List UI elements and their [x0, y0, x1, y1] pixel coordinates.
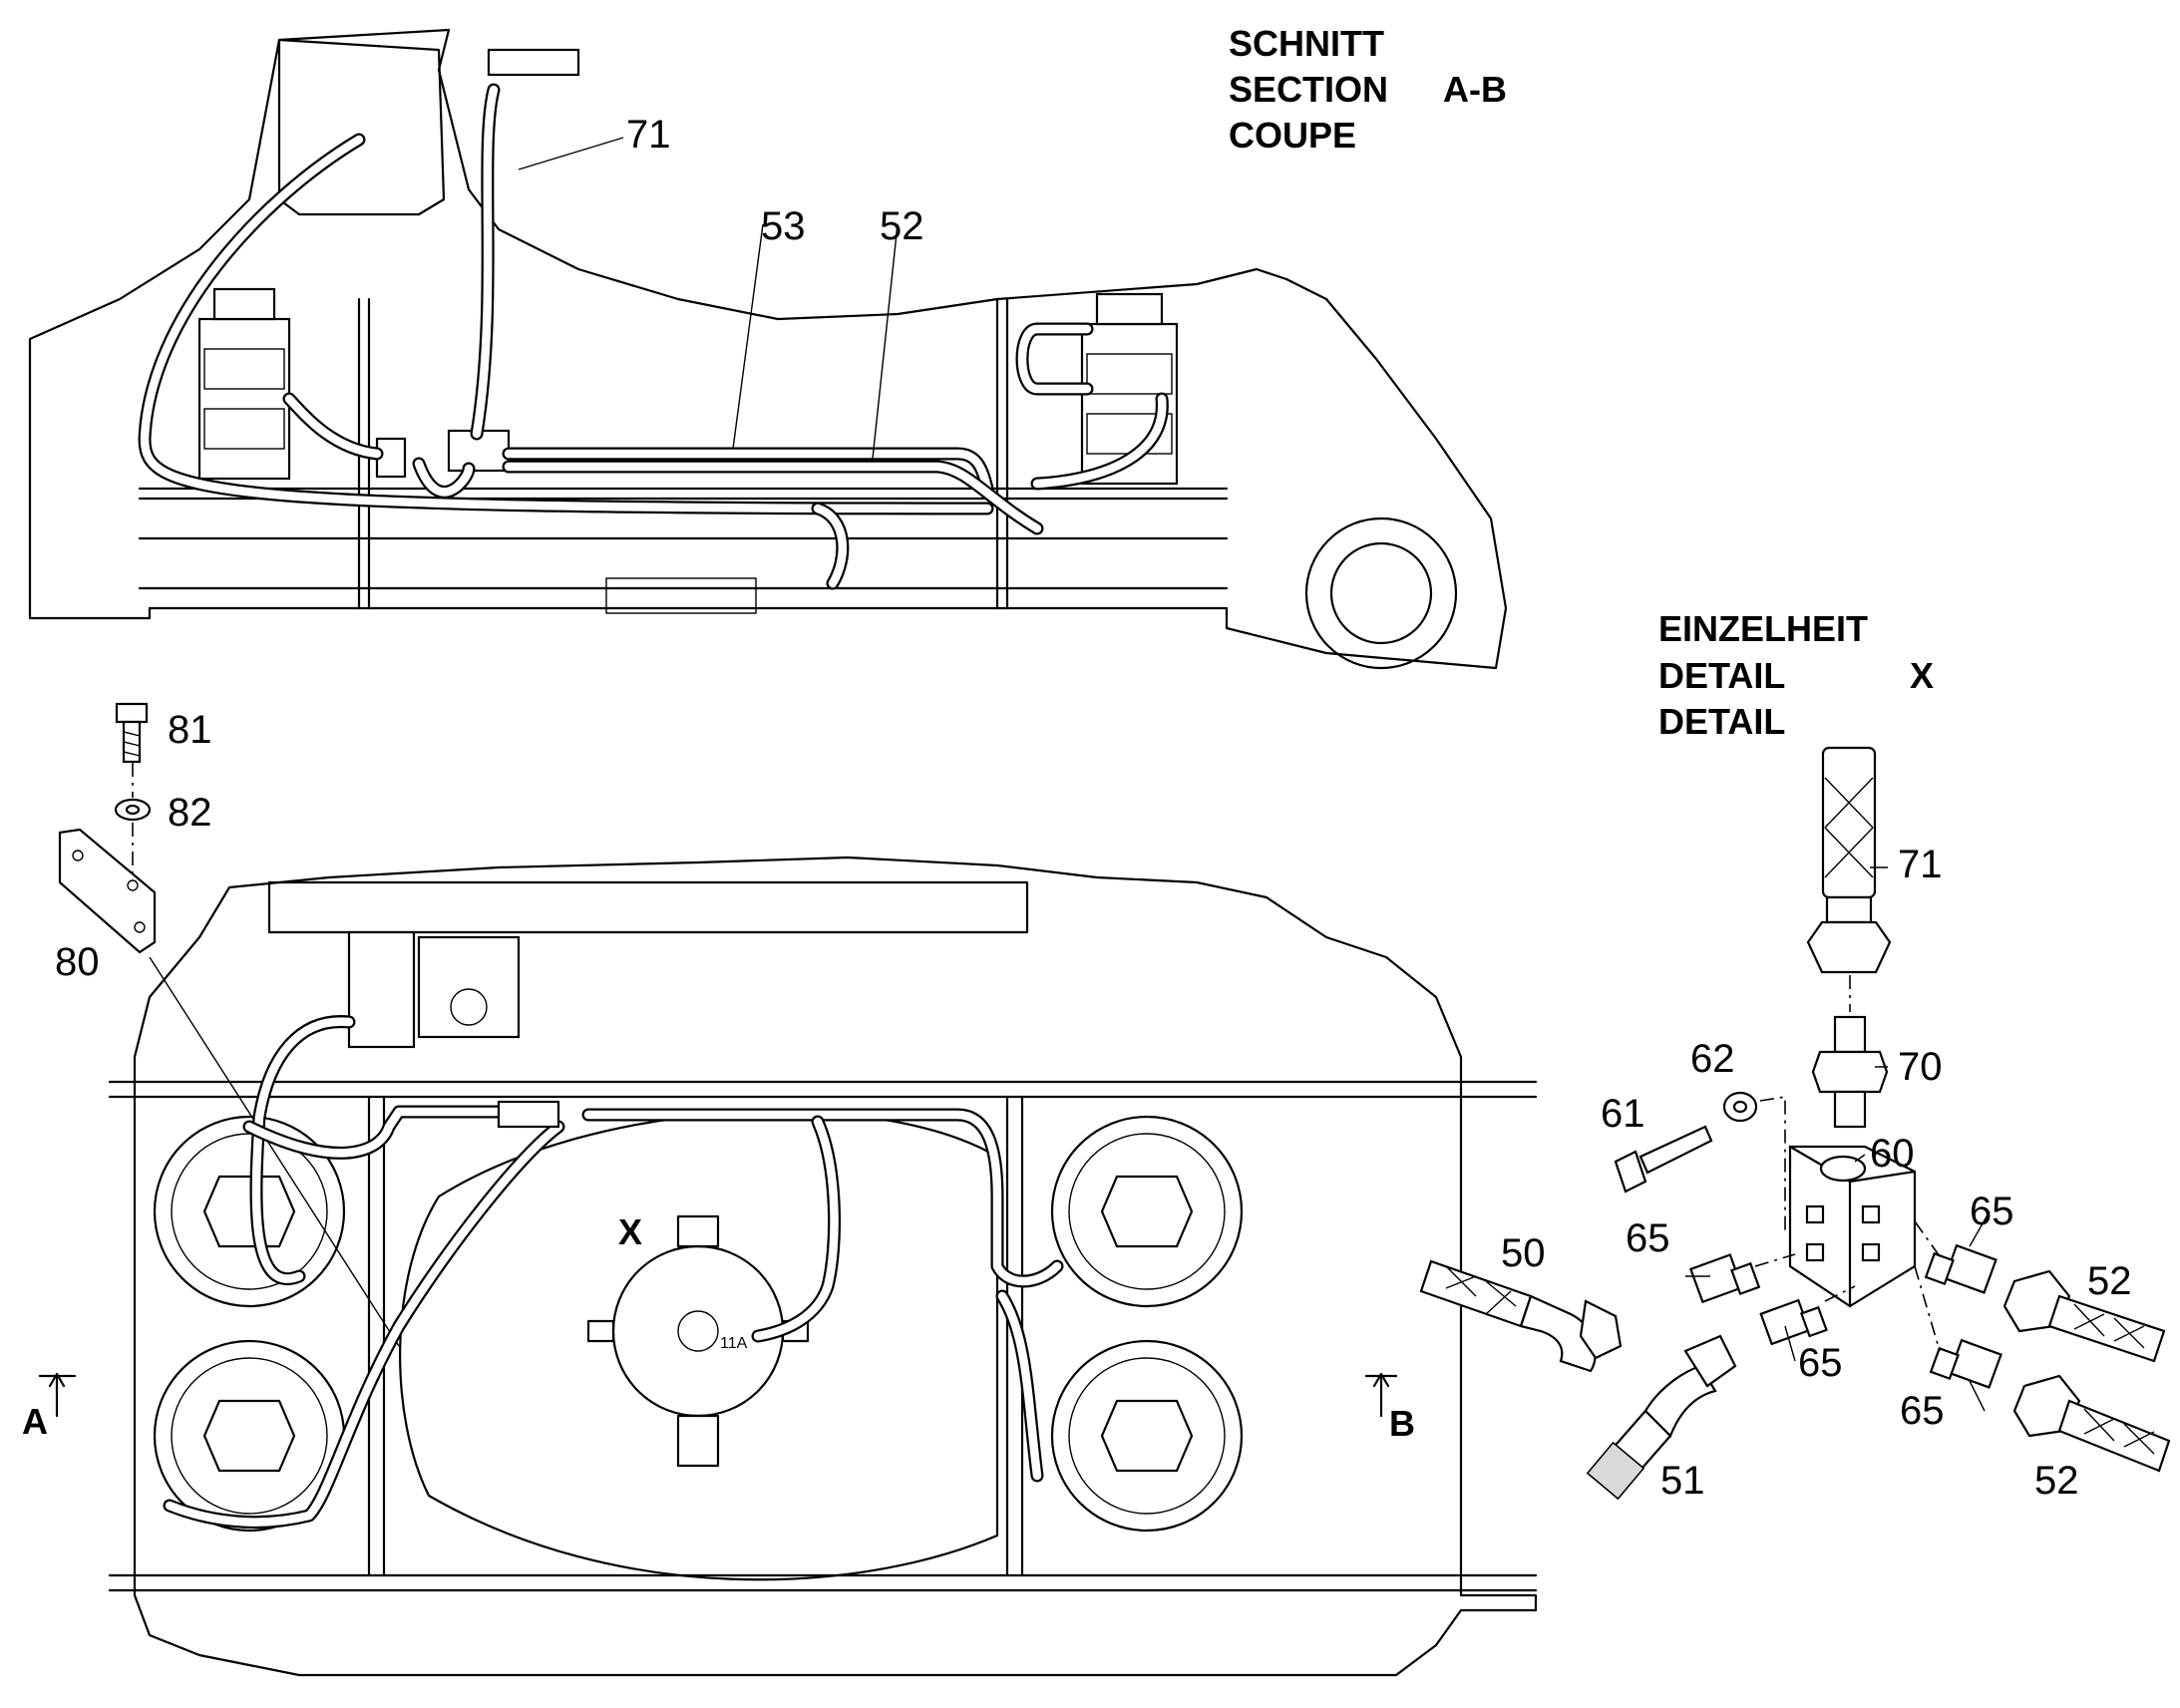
- detail-fitting-65-c: [1924, 1243, 1998, 1294]
- plate-80: [58, 828, 157, 954]
- section-marker-b: B: [1364, 1372, 1415, 1444]
- heading-detail: DETAIL: [1658, 655, 1785, 696]
- callout-65-upper-right: 65: [1970, 1190, 2014, 1233]
- plan-hub-marking: 11A: [720, 1335, 748, 1352]
- detail-fitting-65-b: [1759, 1298, 1828, 1346]
- heading-coupe: COUPE: [1229, 115, 1356, 156]
- leader-80: [149, 956, 400, 1347]
- callout-71-section: 71: [626, 113, 671, 157]
- plan-frame-rail-bottom: [108, 1573, 1538, 1592]
- section-marker-a-label: A: [22, 1401, 48, 1442]
- section-right-motor: [1080, 292, 1179, 486]
- plan-frame-outline: [133, 855, 1538, 1677]
- callout-53: 53: [761, 204, 806, 248]
- callout-62: 62: [1690, 1037, 1735, 1081]
- detail-hose-52-lower: [2012, 1374, 2171, 1473]
- plan-control-gauge: [450, 988, 488, 1026]
- section-plate: [605, 577, 757, 614]
- leader-71-section: [518, 137, 624, 171]
- heading-schnitt: SCHNITT: [1229, 23, 1384, 64]
- callout-52-lower: 52: [2034, 1459, 2079, 1503]
- callout-51: 51: [1660, 1459, 1705, 1503]
- detail-axis-block: [1754, 1220, 1941, 1352]
- bolt-81: [115, 702, 149, 764]
- plan-counterweight-ellipse: [399, 1110, 999, 1581]
- washer-82: [114, 798, 152, 822]
- detail-hose-52-upper: [2002, 1269, 2166, 1363]
- heading-detail-id: X: [1910, 655, 1934, 696]
- callout-52-section: 52: [880, 204, 924, 248]
- plan-motor-top-left: [153, 1115, 346, 1308]
- section-frame-outline: [28, 28, 1508, 670]
- detail-hose-71: [1806, 746, 1892, 974]
- section-marker-b-label: B: [1389, 1403, 1415, 1444]
- heading-einzelheit: EINZELHEIT: [1658, 608, 1868, 649]
- detail-fitting-65-a: [1688, 1253, 1761, 1304]
- plan-swing-center: [586, 1214, 810, 1468]
- detail-leaders: [1685, 866, 1991, 1412]
- plan-control-box: [417, 935, 521, 1039]
- section-bearing-ring: [1304, 516, 1458, 670]
- plan-motor-bottom-right: [1050, 1339, 1244, 1533]
- callout-65-center: 65: [1798, 1341, 1843, 1385]
- section-top-fitting: [487, 48, 580, 77]
- leader-52-section: [872, 223, 899, 460]
- callout-80: 80: [55, 940, 100, 984]
- callout-61: 61: [1601, 1092, 1645, 1136]
- plan-valve-bank: [347, 930, 416, 1049]
- plan-frame-crossmembers: [367, 1095, 1024, 1577]
- callout-82: 82: [168, 791, 212, 835]
- detail-fitting-65-d: [1929, 1338, 2002, 1389]
- section-marker-a: A: [22, 1372, 77, 1442]
- heading-detail-fr: DETAIL: [1658, 701, 1785, 742]
- detail-adapter-70: [1811, 1015, 1889, 1129]
- section-frame-plate: [138, 487, 1229, 590]
- detail-hose-50: [1419, 1259, 1623, 1373]
- detail-washer-62-hole: [1732, 1100, 1748, 1114]
- detail-hose-51: [1586, 1334, 1737, 1501]
- callout-70: 70: [1898, 1045, 1943, 1089]
- callout-50: 50: [1501, 1231, 1546, 1275]
- plan-distributor-block: [497, 1100, 560, 1129]
- callout-65-lower-right: 65: [1900, 1389, 1945, 1433]
- callout-60: 60: [1870, 1132, 1915, 1176]
- section-heading: SCHNITT SECTION A-B COUPE: [1229, 23, 1507, 156]
- callout-71-detail: 71: [1898, 843, 1943, 886]
- callout-52-upper: 52: [2087, 1259, 2132, 1303]
- callout-81: 81: [168, 708, 212, 752]
- detail-x-view: 71 70 62 61 60 65 65 65 65 50 51 52 52: [1419, 746, 2171, 1503]
- section-tower: [277, 38, 446, 216]
- section-hoses: [138, 83, 1169, 590]
- fastener-parts: 81 82 80: [55, 702, 400, 1347]
- plan-frame-rail-top: [108, 1080, 1538, 1099]
- section-left-motor: [197, 287, 291, 481]
- section-a-b-view: 71 53 52: [28, 28, 1508, 670]
- leader-53: [732, 223, 764, 450]
- heading-section: SECTION: [1229, 69, 1388, 110]
- callout-65-left: 65: [1626, 1216, 1670, 1260]
- detail-axis-61: [1759, 1096, 1786, 1231]
- plan-top-housing: [267, 880, 1029, 934]
- plan-motor-top-right: [1050, 1115, 1244, 1308]
- plan-view: X 11A A B: [22, 855, 1538, 1677]
- plan-detail-marker-x: X: [618, 1211, 642, 1252]
- detail-screw-61: [1614, 1125, 1713, 1194]
- plan-hoses: [163, 1015, 1064, 1530]
- heading-section-id: A-B: [1443, 69, 1507, 110]
- detail-heading: EINZELHEIT DETAIL X DETAIL: [1658, 608, 1934, 742]
